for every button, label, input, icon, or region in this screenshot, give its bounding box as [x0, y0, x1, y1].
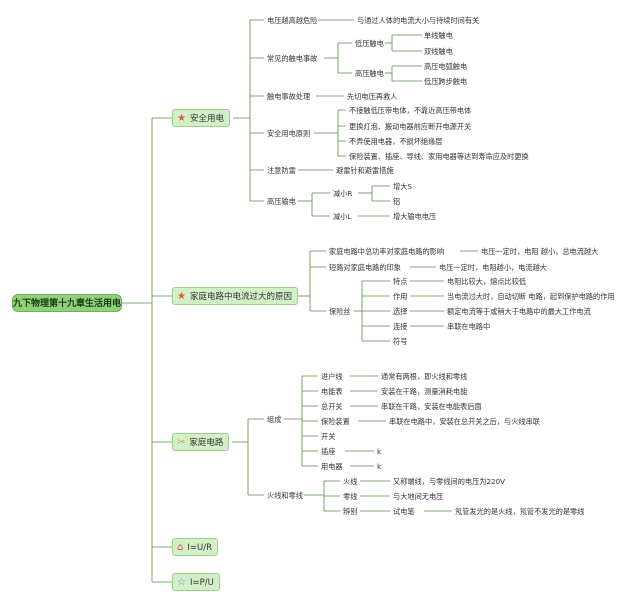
node-feature-note[interactable]: 电阻比较大，熔点比较低: [447, 277, 527, 286]
branch-ohms-law[interactable]: ⌂I=U/R: [172, 538, 218, 556]
node-principle-4[interactable]: 保险装置、插座、导线、家用电器等达到寿命应及时更换: [349, 152, 529, 161]
node-connect-note[interactable]: 串联在电路中: [447, 322, 491, 331]
node-principle-3[interactable]: 不弄使用电器，不损坏绝缘层: [349, 137, 443, 146]
node-power-effect[interactable]: 家庭电路中总功率对家庭电路的影响: [329, 247, 445, 256]
node-fuse[interactable]: 保险丝: [329, 307, 351, 316]
node-high-voltage[interactable]: 高压触电: [355, 69, 384, 78]
branch-label: I=P/U: [189, 578, 214, 588]
star-icon: ★: [177, 291, 186, 302]
node-entry-line[interactable]: 进户线: [321, 372, 343, 381]
branch-power-law[interactable]: ☆I=P/U: [172, 573, 220, 591]
node-handling[interactable]: 触电事故处理: [267, 92, 311, 101]
node-live[interactable]: 火线: [343, 477, 358, 486]
node-symbol[interactable]: 符号: [393, 337, 408, 346]
node-tester[interactable]: 试电笔: [393, 507, 415, 516]
node-low-voltage[interactable]: 低压触电: [355, 39, 384, 48]
node-reduce-r[interactable]: 减小R: [333, 189, 353, 198]
node-voltage-danger[interactable]: 电压越高越危险: [267, 16, 318, 25]
node-function-note[interactable]: 当电流过大时，自动切断 电路，起到保护电路的作用: [447, 292, 615, 301]
node-entry-note[interactable]: 通常有两根，即火线和零线: [381, 372, 468, 381]
tools-icon: ✂: [177, 437, 186, 448]
node-principles[interactable]: 安全用电原则: [267, 129, 311, 138]
node-aluminum[interactable]: 铝: [393, 197, 401, 206]
node-increase-u[interactable]: 增大输电电压: [393, 212, 437, 221]
node-increase-s[interactable]: 增大S: [393, 182, 412, 191]
node-short-note[interactable]: 电压一定时，电阻越小，电流越大: [439, 263, 547, 272]
node-select[interactable]: 选择: [393, 307, 408, 316]
node-socket-note[interactable]: k: [377, 447, 382, 456]
node-main-switch-note[interactable]: 串联在干路，安装在电能表后面: [381, 402, 482, 411]
branch-label: 家庭电路中电流过大的原因: [189, 292, 292, 302]
node-single-wire[interactable]: 单线触电: [424, 31, 453, 40]
branch-label: I=U/R: [187, 543, 212, 553]
branch-label: 安全用电: [189, 114, 224, 124]
node-function[interactable]: 作用: [393, 292, 408, 301]
node-reduce-l[interactable]: 减小L: [333, 212, 352, 221]
node-feature[interactable]: 特点: [393, 277, 408, 286]
node-select-note[interactable]: 额定电流等于或稍大于电路中的最大工作电流: [447, 307, 591, 316]
branch-safety[interactable]: ★安全用电: [172, 109, 230, 127]
node-main-switch[interactable]: 总开关: [321, 402, 343, 411]
branch-overcurrent[interactable]: ★家庭电路中电流过大的原因: [172, 287, 298, 305]
node-lightning[interactable]: 注意防雷: [267, 166, 296, 175]
house-icon: ⌂: [177, 542, 184, 553]
node-arc[interactable]: 高压电弧触电: [424, 62, 468, 71]
node-common-accidents[interactable]: 常见的触电事故: [267, 54, 318, 63]
node-principle-2[interactable]: 更换灯泡、搬动电器前应断开电源开关: [349, 122, 472, 131]
node-switch[interactable]: 开关: [321, 432, 336, 441]
star-outline-icon: ☆: [177, 577, 186, 588]
node-neutral-note[interactable]: 与大地间无电压: [393, 492, 444, 501]
node-principle-1[interactable]: 不接触低压带电体，不靠近高压带电体: [349, 106, 472, 115]
branch-label: 家庭电路: [189, 438, 224, 448]
star-icon: ★: [177, 113, 186, 124]
node-socket[interactable]: 插座: [321, 447, 336, 456]
node-identify[interactable]: 辨别: [343, 507, 358, 516]
node-appliance[interactable]: 用电器: [321, 462, 343, 471]
root-topic[interactable]: 九下物理第十九章生活用电: [12, 294, 122, 312]
node-lightning-note[interactable]: 避雷针和避雷措施: [336, 166, 394, 175]
node-connect[interactable]: 连接: [393, 322, 408, 331]
node-short-circuit[interactable]: 短路对家庭电路的印象: [329, 263, 401, 272]
node-double-wire[interactable]: 双线触电: [424, 47, 453, 56]
node-protection-note[interactable]: 串联在电路中，安装在总开关之后，与火线串联: [389, 417, 540, 426]
node-appliance-note[interactable]: k: [377, 462, 382, 471]
node-live-note[interactable]: 又称端线，与零线间的电压为220V: [393, 477, 506, 486]
node-step[interactable]: 低压跨步触电: [424, 77, 468, 86]
node-power-note[interactable]: 电压一定时，电阻 越小，总电流越大: [481, 247, 599, 256]
node-hv-transmission[interactable]: 高压输电: [267, 197, 296, 206]
node-tester-note[interactable]: 氖管发光的是火线，氖管不发光的是零线: [455, 507, 585, 516]
node-voltage-danger-note[interactable]: 与通过人体的电流大小与持续时间有关: [357, 16, 480, 25]
node-meter[interactable]: 电能表: [321, 387, 343, 396]
node-handling-note[interactable]: 先切电压再救人: [347, 92, 398, 101]
branch-household[interactable]: ✂家庭电路: [172, 433, 230, 451]
node-neutral[interactable]: 零线: [343, 492, 358, 501]
node-composition[interactable]: 组成: [267, 415, 282, 424]
node-live-neutral[interactable]: 火线和零线: [267, 491, 303, 500]
node-protection[interactable]: 保险装置: [321, 417, 350, 426]
node-meter-note[interactable]: 安装在干路，测量消耗电能: [381, 387, 468, 396]
